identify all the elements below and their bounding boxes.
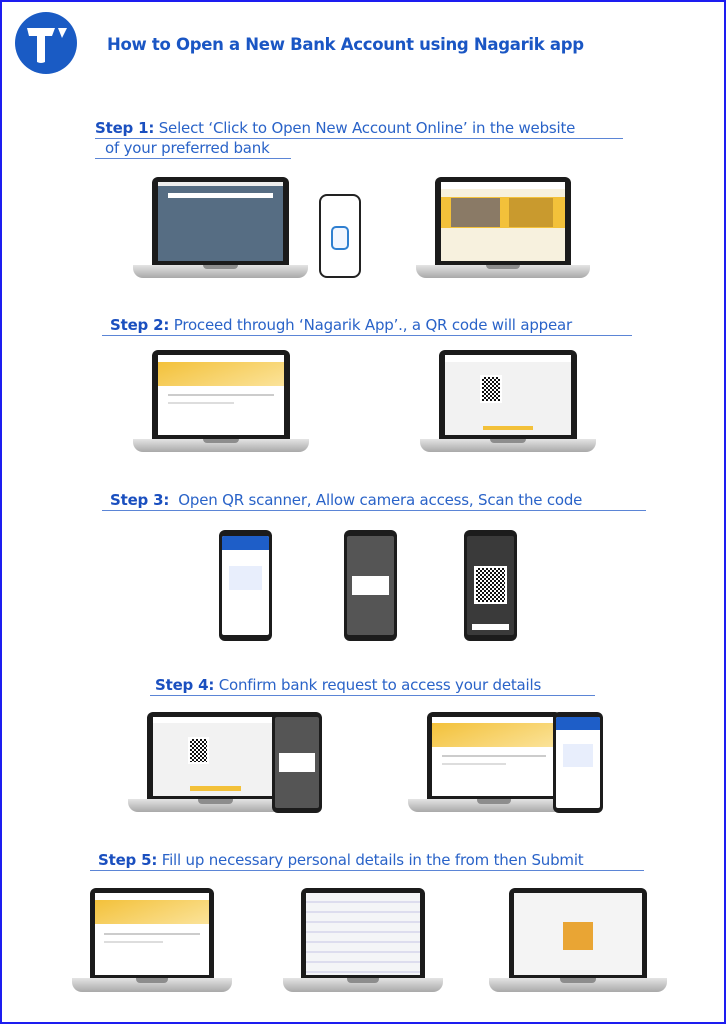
page-title: How to Open a New Bank Account using Nag…	[107, 35, 584, 54]
laptop-illustration	[283, 888, 443, 992]
laptop-screen	[440, 182, 566, 262]
step-text-line2: of your preferred bank	[95, 139, 291, 159]
step-label: Step 2:	[110, 316, 170, 334]
laptop-illustration	[133, 177, 308, 278]
step-label: Step 5:	[98, 851, 158, 869]
laptop-illustration	[133, 350, 309, 452]
laptop-screen	[444, 355, 572, 436]
phone-screen	[556, 717, 600, 808]
laptop-illustration	[408, 712, 580, 812]
phone-screen	[323, 200, 357, 272]
laptop-illustration	[489, 888, 667, 992]
phone-illustration	[219, 530, 272, 641]
step-1-heading: Step 1: Select ‘Click to Open New Accoun…	[95, 119, 623, 159]
step-text: Fill up necessary personal details in th…	[161, 851, 584, 869]
step-label: Step 4:	[155, 676, 215, 694]
step-4-heading: Step 4: Confirm bank request to access y…	[150, 676, 595, 696]
laptop-screen	[94, 893, 210, 975]
phone-illustration	[553, 712, 603, 813]
phone-illustration	[319, 194, 361, 278]
logo-t-icon	[27, 28, 67, 63]
laptop-screen	[514, 893, 642, 975]
laptop-screen	[157, 355, 285, 436]
step-text: Open QR scanner, Allow camera access, Sc…	[178, 491, 583, 509]
step-text: Proceed through ‘Nagarik App’., a QR cod…	[173, 316, 572, 334]
laptop-screen	[157, 182, 284, 262]
brand-logo	[15, 12, 77, 74]
step-text: Select ‘Click to Open New Account Online…	[158, 119, 576, 137]
laptop-illustration	[128, 712, 303, 812]
step-5-heading: Step 5: Fill up necessary personal detai…	[90, 851, 644, 871]
laptop-illustration	[420, 350, 596, 452]
laptop-illustration	[72, 888, 232, 992]
laptop-illustration	[416, 177, 590, 278]
phone-screen	[467, 535, 514, 636]
step-label: Step 1:	[95, 119, 155, 137]
step-2-heading: Step 2: Proceed through ‘Nagarik App’., …	[102, 316, 632, 336]
phone-illustration	[272, 712, 322, 813]
step-label: Step 3:	[110, 491, 170, 509]
phone-screen	[222, 535, 269, 636]
laptop-screen	[305, 893, 421, 975]
step-text: Confirm bank request to access your deta…	[218, 676, 542, 694]
phone-screen	[347, 535, 394, 636]
phone-screen	[275, 717, 319, 808]
laptop-screen	[432, 717, 556, 796]
step-3-heading: Step 3: Open QR scanner, Allow camera ac…	[102, 491, 646, 511]
laptop-screen	[152, 717, 279, 796]
phone-illustration	[464, 530, 517, 641]
phone-illustration	[344, 530, 397, 641]
